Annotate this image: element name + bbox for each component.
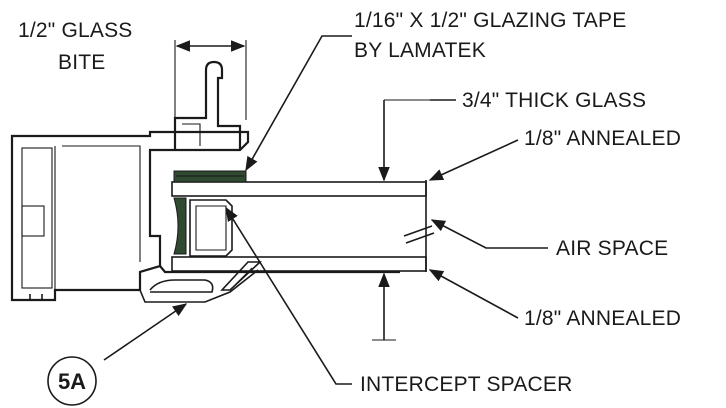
leader-lines [103,35,548,385]
intercept-spacer [189,199,233,257]
glass-thickness-dimension [372,99,430,341]
detail-tag-label: 5A [58,369,86,394]
glazing-tape-label-line2: BY LAMATEK [354,39,486,62]
intercept-spacer-label: INTERCEPT SPACER [360,373,572,396]
insulated-glass-unit [171,180,427,272]
thick-glass-label: 3/4" THICK GLASS [462,89,646,112]
glass-bite-label-line1: 1/2" GLASS [18,19,133,42]
detail-tag-circle [47,356,97,406]
glass-bite-label-line2: BITE [58,51,105,74]
frame-profile [10,60,400,303]
glass-bite-dimension [174,40,247,150]
annealed-top-label: 1/8" ANNEALED [524,127,681,150]
annealed-bottom-label: 1/8" ANNEALED [524,307,681,330]
edge-sealant [173,197,187,255]
glazing-tape-label-line1: 1/16" X 1/2" GLAZING TAPE [354,9,626,32]
air-space-break-mark [403,225,435,244]
air-space-label: AIR SPACE [556,237,668,260]
